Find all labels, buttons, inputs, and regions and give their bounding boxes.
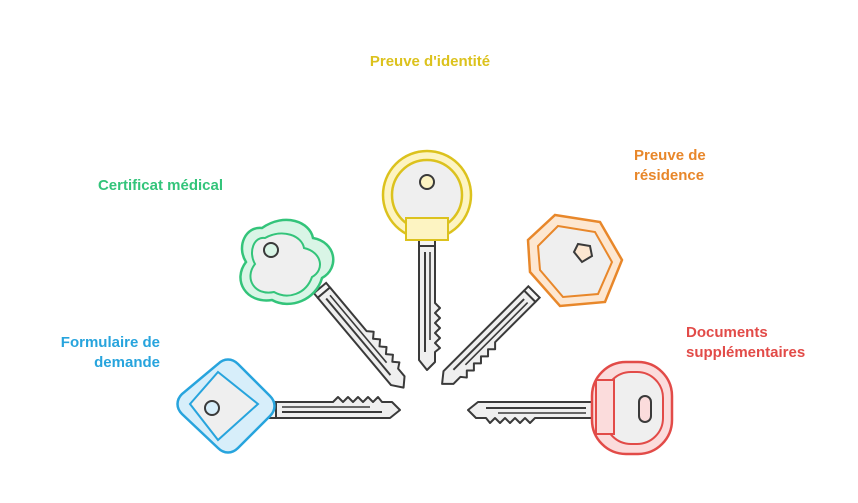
label-form-line-2: demande xyxy=(94,354,160,371)
label-residence-line-1: Preuve de xyxy=(634,147,706,164)
label-residence-line-2: résidence xyxy=(634,167,705,184)
key-residence xyxy=(435,213,624,395)
key-docs-blade xyxy=(467,401,599,424)
label-docs-line-2: supplémentaires xyxy=(686,344,806,361)
key-docs xyxy=(467,360,674,456)
key-residence-blade xyxy=(435,285,545,395)
label-medical-line-1: Certificat médical xyxy=(97,177,223,194)
label-docs-line-1: Documents xyxy=(686,324,768,341)
label-residence: Preuve de résidence xyxy=(634,146,706,186)
key-identity-blade xyxy=(418,239,441,371)
label-form-line-1: Formulaire de xyxy=(60,334,160,351)
label-identity-line-1: Preuve d'identité xyxy=(369,53,491,70)
key-form xyxy=(176,358,401,454)
key-form-blade xyxy=(269,396,401,419)
key-identity xyxy=(381,149,473,371)
label-medical: Certificat médical xyxy=(60,176,223,196)
key-medical-blade xyxy=(312,278,415,394)
label-docs: Documents supplémentaires xyxy=(686,323,805,363)
key-medical xyxy=(239,218,415,394)
label-identity: Preuve d'identité xyxy=(340,52,520,72)
label-form: Formulaire de demande xyxy=(20,333,160,373)
